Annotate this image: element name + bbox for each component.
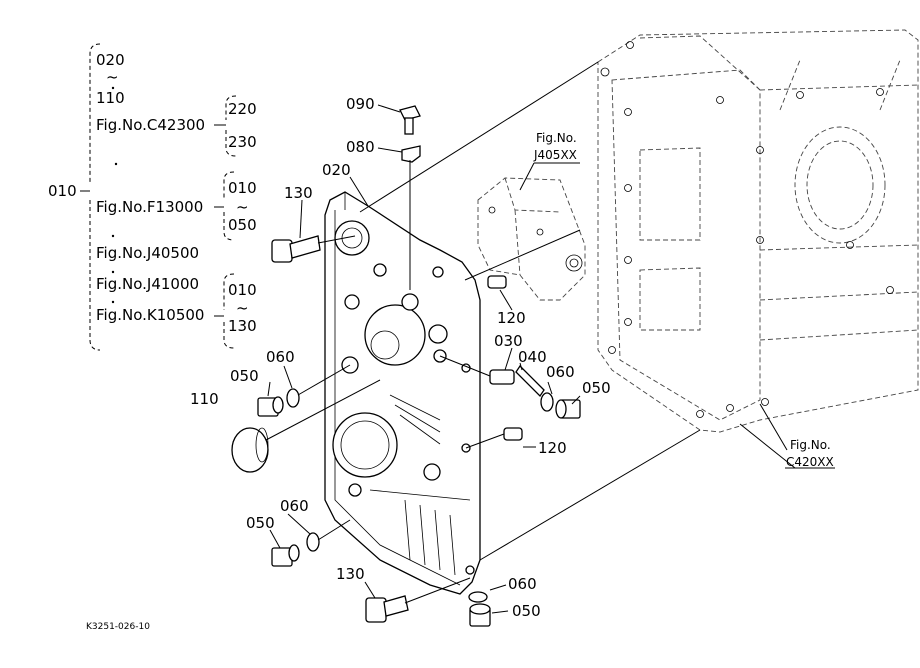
tree-fig-f13000[interactable]: Fig.No.F13000 [96, 198, 204, 216]
callout-060-left[interactable]: 060 [266, 348, 295, 366]
valve-030-illustration [489, 369, 515, 385]
tree-k10500-tilde: ~ [236, 299, 249, 317]
o-ring-060-bottom-illustration [468, 591, 488, 603]
tree-range-a-to: 110 [96, 89, 125, 107]
callout-050-bottom-left[interactable]: 050 [246, 514, 275, 532]
callout-020[interactable]: 020 [322, 161, 351, 179]
tree-f13000-from: 010 [228, 179, 257, 197]
bolt-130-bottom-illustration [365, 595, 409, 623]
callout-110[interactable]: 110 [190, 390, 219, 408]
parts-tree-brackets [80, 43, 237, 351]
cap-110-illustration [231, 427, 269, 473]
washer-080-illustration [401, 145, 421, 163]
callout-040[interactable]: 040 [518, 348, 547, 366]
tree-fig-k10500[interactable]: Fig.No.K10500 [96, 306, 205, 324]
tree-range-a-tilde: ~ [106, 68, 119, 86]
tree-fig-j41000[interactable]: Fig.No.J41000 [96, 275, 200, 293]
bolt-130-top-illustration [271, 235, 321, 263]
tree-k10500-from: 010 [228, 281, 257, 299]
tree-f13000-tilde: ~ [236, 198, 249, 216]
callout-050-left[interactable]: 050 [230, 367, 259, 385]
ref-c420xx-code[interactable]: C420XX [786, 455, 834, 469]
ref-j405xx-prefix[interactable]: Fig.No. [536, 131, 577, 145]
pin-120-lower-illustration [503, 427, 523, 441]
tree-range-a-from: 020 [96, 51, 125, 69]
tree-c42300-to: 230 [228, 133, 257, 151]
ref-j405xx-code[interactable]: J405XX [534, 148, 577, 162]
tree-k10500-to: 130 [228, 317, 257, 335]
callout-080[interactable]: 080 [346, 138, 375, 156]
spring-040-illustration [515, 364, 545, 398]
bolt-090-illustration [399, 105, 421, 135]
plug-050-left-illustration [257, 396, 284, 417]
hydraulic-block-illustration [477, 177, 586, 301]
o-ring-060-right-illustration [540, 392, 554, 412]
callout-050-right[interactable]: 050 [582, 379, 611, 397]
callout-060-bottom[interactable]: 060 [508, 575, 537, 593]
tree-fig-c42300[interactable]: Fig.No.C42300 [96, 116, 206, 134]
plug-050-bottom-left-illustration [271, 544, 300, 567]
o-ring-060-left-illustration [286, 388, 300, 408]
ref-c420xx-prefix[interactable]: Fig.No. [790, 438, 831, 452]
callout-050-bottom[interactable]: 050 [512, 602, 541, 620]
front-cover-plate [324, 191, 481, 595]
drawing-code: K3251-026-10 [86, 622, 150, 632]
o-ring-060-bottom-left-illustration [306, 532, 320, 552]
callout-090[interactable]: 090 [346, 95, 375, 113]
callout-120-lower[interactable]: 120 [538, 439, 567, 457]
transmission-case-illustration [597, 29, 919, 433]
tree-c42300-from: 220 [228, 100, 257, 118]
tree-f13000-to: 050 [228, 216, 257, 234]
tree-fig-j40500[interactable]: Fig.No.J40500 [96, 244, 200, 262]
callout-030[interactable]: 030 [494, 332, 523, 350]
pin-120-upper-illustration [487, 275, 507, 289]
callout-060-right[interactable]: 060 [546, 363, 575, 381]
tree-root-010: 010 [48, 182, 77, 200]
callout-130-top[interactable]: 130 [284, 184, 313, 202]
plug-050-bottom-illustration [469, 603, 491, 627]
callout-060-bottom-left[interactable]: 060 [280, 497, 309, 515]
plug-050-right-illustration [555, 399, 581, 419]
callout-120-upper[interactable]: 120 [497, 309, 526, 327]
callout-130-bottom[interactable]: 130 [336, 565, 365, 583]
